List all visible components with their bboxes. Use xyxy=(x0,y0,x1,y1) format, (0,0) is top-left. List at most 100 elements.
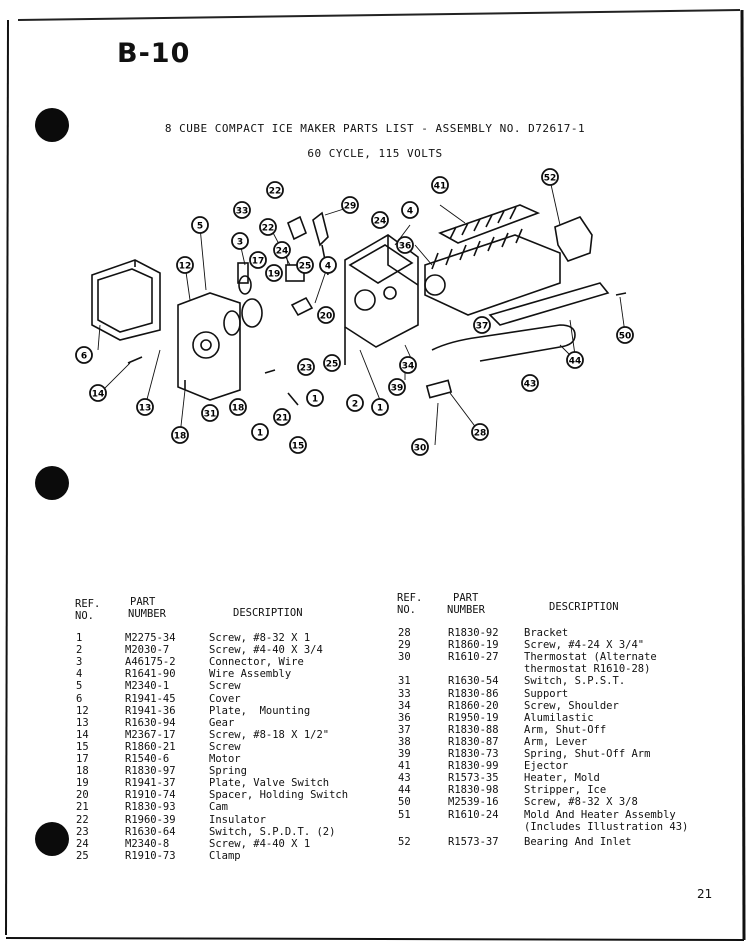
ref-number: 18 xyxy=(76,765,89,778)
part-description: Alumilastic xyxy=(524,711,594,724)
callout-number: 37 xyxy=(476,322,489,332)
part-number: R1573-35 xyxy=(448,772,499,785)
ref-number: 44 xyxy=(398,784,411,797)
callout-number: 18 xyxy=(174,432,187,442)
part-description: Arm, Shut-Off xyxy=(524,723,607,736)
left-header-ref: REF. NO. xyxy=(75,598,100,622)
part-description-continued: thermostat R1610-28) xyxy=(524,663,651,676)
part-number: R1830-88 xyxy=(448,723,499,736)
ref-number: 38 xyxy=(398,735,411,748)
callout-number: 21 xyxy=(276,414,289,424)
part-number: R1573-37 xyxy=(448,836,499,849)
callout-number: 52 xyxy=(544,174,557,184)
right-header-ref-line2: NO. xyxy=(397,604,416,616)
page-subtitle: 60 CYCLE, 115 VOLTS xyxy=(307,147,443,160)
left-header-part-line1: PART xyxy=(130,596,156,608)
part-description: Cam xyxy=(209,801,228,814)
part-number: R1830-87 xyxy=(448,735,499,748)
part-number: M2275-34 xyxy=(125,632,176,644)
callout-number: 3 xyxy=(237,238,243,248)
part-number: R1641-90 xyxy=(125,668,176,681)
ref-number: 23 xyxy=(76,825,89,838)
part-description: Screw, #8-32 X 1 xyxy=(209,632,311,644)
callout-number: 31 xyxy=(204,410,217,420)
callout-number: 13 xyxy=(139,404,152,414)
ref-number: 22 xyxy=(76,813,89,826)
part-number: R1830-98 xyxy=(448,784,499,797)
part-description: Switch, S.P.D.T. (2) xyxy=(209,825,336,838)
part-description: Switch, S.P.S.T. xyxy=(524,675,626,688)
exploded-parts-diagram: 6141318512322241719213118115123202542233… xyxy=(75,168,634,456)
part-description: Arm, Lever xyxy=(524,735,588,748)
part-number: R1950-19 xyxy=(448,711,499,724)
part-number: R1941-36 xyxy=(125,704,176,717)
callout-number: 14 xyxy=(92,390,105,400)
ref-number: 21 xyxy=(76,801,89,814)
ref-number: 5 xyxy=(76,680,83,693)
part-number: M2539-16 xyxy=(448,796,499,809)
binder-hole-bottom xyxy=(35,822,69,856)
callout-number: 50 xyxy=(619,332,632,342)
part-number: R1610-27 xyxy=(448,651,499,664)
callout-number: 19 xyxy=(268,270,281,280)
callout-number: 12 xyxy=(179,262,192,272)
part-number: R1860-19 xyxy=(448,639,499,652)
part-number: R1941-45 xyxy=(125,692,176,705)
part-number: R1910-73 xyxy=(125,849,176,862)
callout-number: 4 xyxy=(407,207,413,217)
part-description: Spring xyxy=(209,765,247,778)
ref-number: 50 xyxy=(398,796,411,809)
right-header-part-line2: NUMBER xyxy=(447,604,485,616)
part-description: Clamp xyxy=(209,849,241,862)
part-description: Screw xyxy=(209,740,241,753)
part-description: Gear xyxy=(209,716,235,729)
callout-number: 28 xyxy=(474,429,487,439)
part-number: R1860-20 xyxy=(448,699,499,712)
callout-number: 25 xyxy=(326,360,339,370)
part-description: Spring, Shut-Off Arm xyxy=(524,748,651,760)
ref-number: 43 xyxy=(398,772,411,785)
part-number: M2367-17 xyxy=(125,728,176,741)
left-header-desc: DESCRIPTION xyxy=(233,607,303,619)
part-number: R1610-24 xyxy=(448,808,499,821)
part-number: R1630-54 xyxy=(448,675,499,688)
part-number: M2340-1 xyxy=(125,680,170,693)
ref-number: 17 xyxy=(76,753,89,765)
ref-number: 29 xyxy=(398,639,411,652)
part-number: M2340-8 xyxy=(125,837,170,850)
left-header-ref-line2: NO. xyxy=(75,610,94,622)
callout-number: 1 xyxy=(312,395,318,405)
ref-number: 28 xyxy=(398,627,411,639)
callout-number: 2 xyxy=(352,400,358,410)
part-number: R1830-73 xyxy=(448,748,499,760)
callout-number: 29 xyxy=(344,202,357,212)
callout-number: 6 xyxy=(81,352,87,362)
part-description: Ejector xyxy=(524,760,569,773)
part-description-continued: (Includes Illustration 43) xyxy=(524,820,689,833)
part-description: Screw, Shoulder xyxy=(524,699,619,712)
part-description: Screw, #4-40 X 1 xyxy=(209,837,311,850)
right-header-desc: DESCRIPTION xyxy=(549,601,619,613)
part-number: R1830-93 xyxy=(125,801,176,814)
callout-number: 1 xyxy=(257,429,263,439)
ref-number: 3 xyxy=(76,656,83,669)
callout-number: 17 xyxy=(252,257,265,267)
callout-number: 4 xyxy=(325,262,331,272)
callout-number: 1 xyxy=(377,404,383,414)
page-label: B-10 xyxy=(117,38,191,69)
ref-number: 34 xyxy=(398,699,411,712)
part-description: Bearing And Inlet xyxy=(524,836,632,849)
ref-number: 51 xyxy=(398,808,411,821)
left-header-part-line2: NUMBER xyxy=(128,608,166,620)
part-description: Heater, Mold xyxy=(524,772,600,785)
part-number: R1941-37 xyxy=(125,777,176,790)
part-description: Motor xyxy=(209,753,241,765)
ref-number: 31 xyxy=(398,675,411,688)
page-title: 8 CUBE COMPACT ICE MAKER PARTS LIST - AS… xyxy=(164,122,586,135)
callout-number: 24 xyxy=(374,217,387,227)
part-description: Screw, #8-32 X 3/8 xyxy=(524,796,638,809)
part-description: Thermostat (Alternate xyxy=(524,651,657,664)
part-number: R1830-86 xyxy=(448,687,499,700)
